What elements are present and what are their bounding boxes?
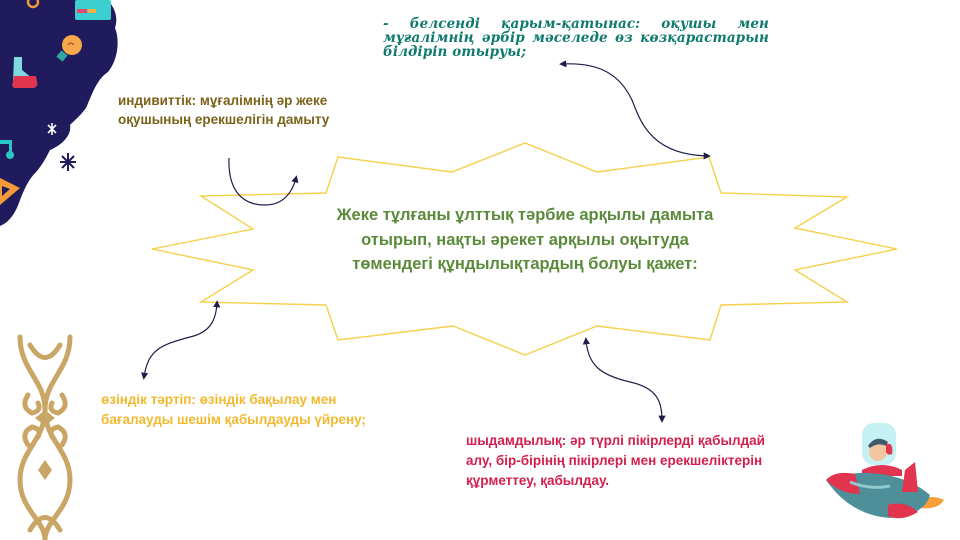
arrow-tolerance [582, 337, 666, 423]
tolerance-text: шыдамдылық: әр түрлі пікірлерді қабылдай… [466, 433, 765, 488]
arrow-individuality [228, 157, 299, 206]
kazakh-ornament [17, 334, 73, 540]
individuality-text: индивиттік: мұғалімнің әр жеке оқушының … [118, 93, 330, 127]
star-burst-shape [151, 142, 898, 356]
calculator-icon [75, 0, 111, 20]
lightbulb-icon [56, 35, 82, 62]
sparkle-icon [47, 123, 57, 135]
boy-in-rocket-illustration [826, 423, 944, 519]
ruler-triangle-icon [0, 178, 20, 205]
arrow-active-interaction [559, 60, 711, 160]
arrow-self-discipline [141, 300, 221, 380]
center-statement: Жеке тұлғаны ұлттық тәрбие арқылы дамыта… [336, 206, 714, 273]
flask-icon [12, 57, 38, 88]
self-discipline-text: өзіндік тәртіп: өзіндік бақылау мен баға… [101, 392, 366, 427]
kazakh-ornament-fill [35, 410, 55, 480]
star-icon [60, 153, 76, 171]
active-interaction-text: - белсенді қарым-қатынас: оқушы мен мұға… [383, 16, 769, 60]
music-note-icon [0, 140, 14, 159]
corner-blob [0, 0, 118, 226]
ring-icon [26, 0, 40, 9]
